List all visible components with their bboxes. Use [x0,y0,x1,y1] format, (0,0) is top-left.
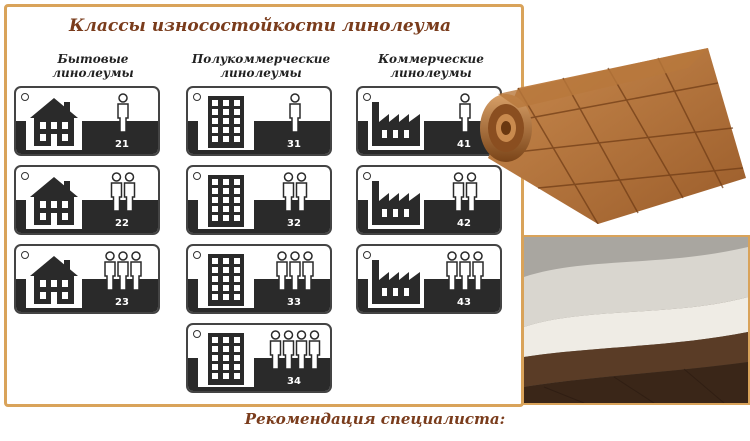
hang-hole [193,93,201,101]
linoleum-layers-photo [522,235,750,405]
apartment-building-icon [198,171,254,229]
apartment-building-icon [198,329,254,387]
class-code: 33 [287,297,301,308]
footer-recommendation: Рекомендация специалиста: [244,410,506,428]
people-icon [289,93,301,133]
group-label-commercial: Коммерческие линолеумы [356,52,506,80]
class-code: 23 [115,297,129,308]
factory-icon [368,171,424,229]
hang-hole [363,251,371,259]
people-icon [282,172,308,212]
group-label-commercial-line2: линолеумы [390,66,472,80]
class-card-31: 31 [186,86,332,156]
class-card-43: 43 [356,244,502,314]
people-icon [110,172,136,212]
people-icon [446,251,484,291]
hang-hole [21,93,29,101]
people-icon [459,93,471,133]
linoleum-roll-photo [480,48,746,224]
apartment-building-icon [198,250,254,308]
hang-hole [363,172,371,180]
group-label-household: Бытовые линолеумы [18,52,168,80]
class-card-32: 32 [186,165,332,235]
group-label-household-line1: Бытовые линолеумы [52,52,134,80]
class-card-23: 23 [14,244,160,314]
house-icon [26,250,82,308]
class-code: 43 [457,297,471,308]
group-label-semicommercial: Полукоммерческие линолеумы [186,52,336,80]
class-card-41: 41 [356,86,502,156]
class-card-21: 21 [14,86,160,156]
hang-hole [21,251,29,259]
class-card-33: 33 [186,244,332,314]
class-code: 22 [115,218,129,229]
factory-icon [368,250,424,308]
class-code: 31 [287,139,301,150]
house-icon [26,171,82,229]
class-code: 42 [457,218,471,229]
class-code: 34 [287,376,301,387]
hang-hole [193,172,201,180]
group-label-semicommercial-line2: линолеумы [220,66,302,80]
group-label-commercial-line1: Коммерческие [378,52,484,66]
people-icon [452,172,478,212]
class-code: 21 [115,139,129,150]
people-icon [269,330,321,370]
group-label-semicommercial-line1: Полукоммерческие [191,52,331,66]
hang-hole [21,172,29,180]
apartment-building-icon [198,92,254,150]
class-code: 41 [457,139,471,150]
hang-hole [193,251,201,259]
house-icon [26,92,82,150]
class-code: 32 [287,218,301,229]
class-card-42: 42 [356,165,502,235]
people-icon [117,93,129,133]
factory-icon [368,92,424,150]
people-icon [276,251,314,291]
class-card-34: 34 [186,323,332,393]
people-icon [104,251,142,291]
hang-hole [363,93,371,101]
class-card-22: 22 [14,165,160,235]
hang-hole [193,330,201,338]
page-title: Классы износостойкости линолеума [68,16,452,36]
